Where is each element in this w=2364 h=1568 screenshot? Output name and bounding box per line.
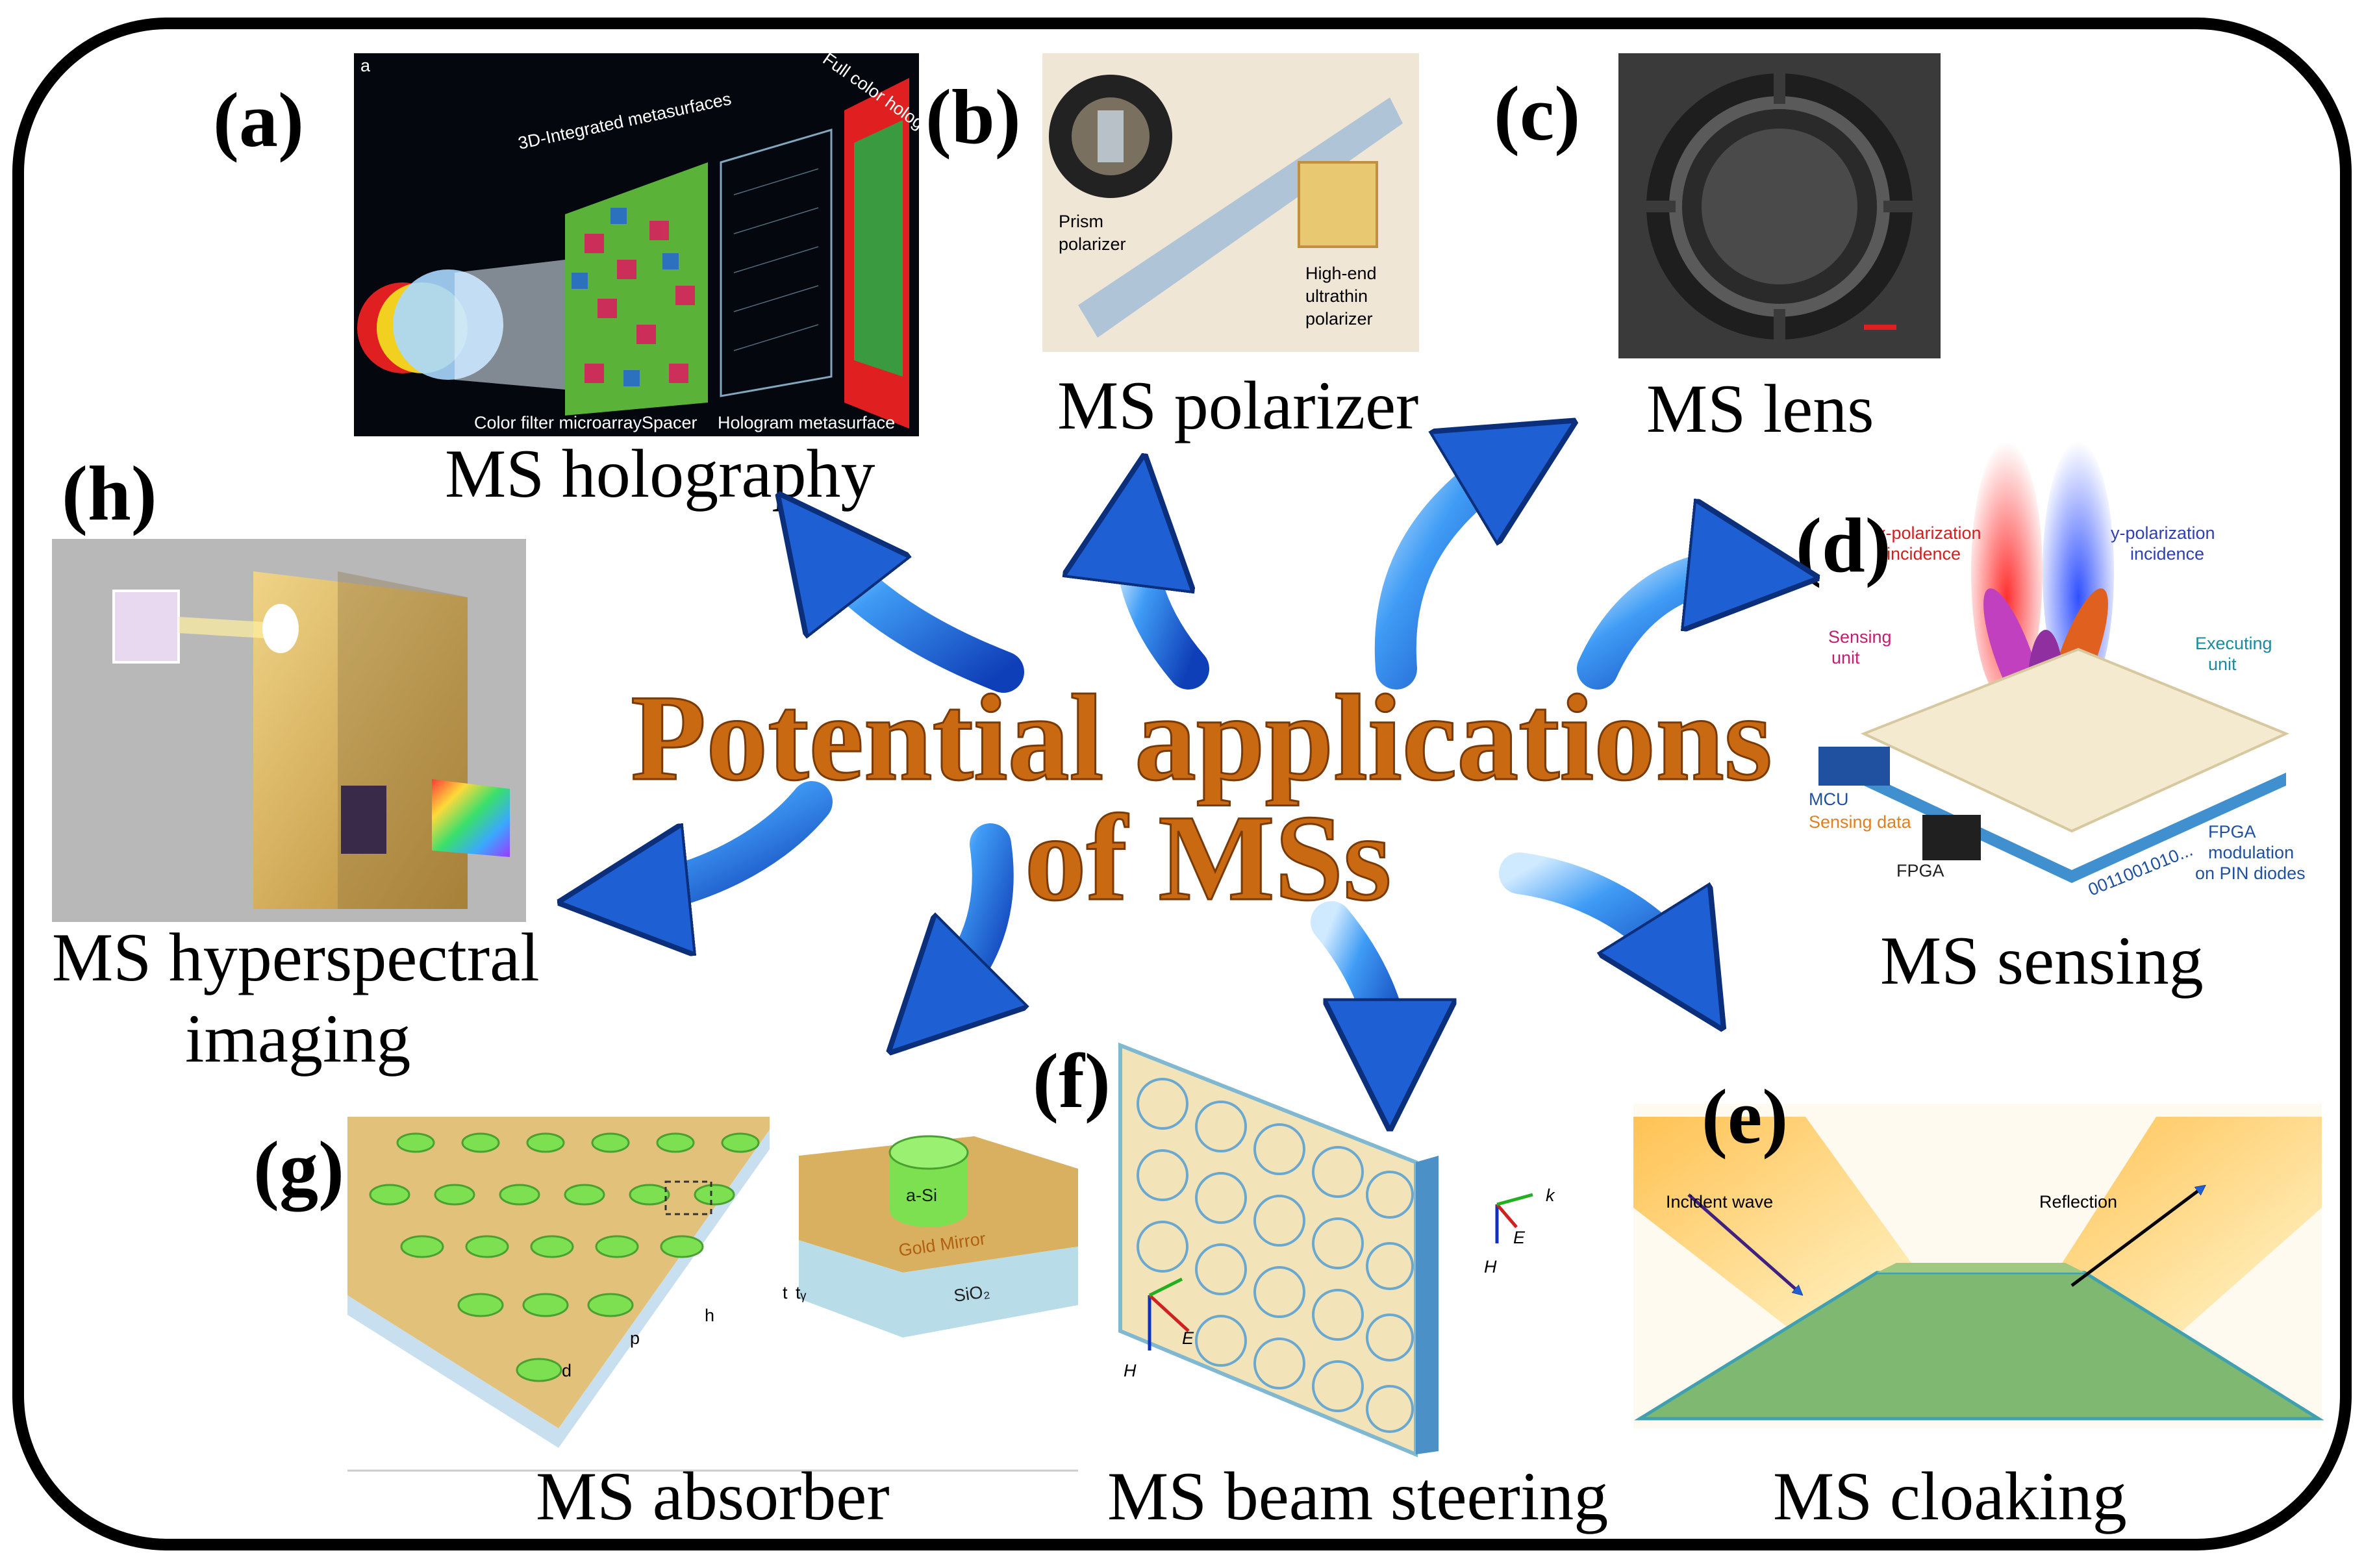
panel-a: a Full color holography 3D-Integrated me…	[213, 49, 964, 512]
arrow-to-lens	[1374, 454, 1520, 690]
arrow-to-holography	[818, 545, 1024, 693]
panel-a-label: (a)	[213, 77, 304, 163]
panel-d-mcu: MCU	[1809, 790, 1849, 809]
panel-b-high-1: High-end	[1305, 264, 1377, 283]
panel-g-d: d	[562, 1361, 572, 1380]
panel-d-xpol-1: x-polarization	[1877, 523, 1981, 543]
panel-d-executing-2: unit	[2208, 654, 2237, 674]
panel-e-reflection: Reflection	[2039, 1192, 2117, 1212]
panel-c-caption: MS lens	[1646, 371, 1874, 447]
panel-g-h: h	[705, 1306, 714, 1325]
panel-a-hologram-text: Hologram metasurface	[718, 413, 895, 432]
panel-f-h2: H	[1484, 1257, 1497, 1276]
panel-d-fpga-mod-1: FPGA	[2208, 822, 2256, 841]
panel-b-prism-2: polarizer	[1059, 234, 1126, 254]
panel-e-incident: Incident wave	[1666, 1192, 1773, 1212]
panel-b-high-2: ultrathin	[1305, 286, 1368, 306]
panel-g-p: p	[630, 1328, 640, 1348]
panel-c: (c) MS lens	[1494, 53, 1941, 447]
arrow-to-cloaking	[1499, 852, 1689, 974]
panel-g-caption: MS absorber	[536, 1458, 890, 1534]
panel-d-sensing-2: unit	[1831, 648, 1860, 667]
panel-h-caption-2: imaging	[185, 1001, 410, 1076]
panel-b-high-3: polarizer	[1305, 309, 1373, 329]
panel-e-label: (e)	[1702, 1073, 1788, 1160]
panel-f-caption: MS beam steering	[1107, 1458, 1608, 1534]
panel-g-label: (g)	[253, 1125, 344, 1212]
panel-d-sensing-data: Sensing data	[1809, 812, 1912, 832]
panel-g-t: t	[783, 1283, 788, 1302]
panel-f-k: k	[1546, 1186, 1555, 1205]
panel-d-fpga-mod-2: modulation	[2208, 843, 2294, 862]
panel-g-tg: tᵧ	[796, 1283, 807, 1302]
panel-d-caption: MS sensing	[1880, 923, 2204, 999]
panel-d-executing-1: Executing	[2195, 634, 2272, 653]
panel-a-caption: MS holography	[445, 436, 875, 512]
arrow-to-hyperspectral	[623, 781, 833, 896]
panel-a-color-filter-text: Color filter microarray	[474, 413, 642, 432]
arrow-to-sensing	[1577, 571, 1754, 690]
panel-b-prism-1: Prism	[1059, 212, 1103, 231]
center-title-line2: of MSs	[1025, 790, 1392, 927]
panel-f-e1: E	[1182, 1328, 1194, 1348]
arrow-to-beam-steering	[1311, 901, 1390, 1065]
panel-d-xpol-2: incidence	[1887, 544, 1961, 564]
panel-g-asi: a-Si	[906, 1186, 937, 1205]
center-title-line1: Potential applications	[631, 670, 1772, 806]
arrow-to-polarizer	[1135, 519, 1209, 690]
panel-a-tag: a	[360, 56, 371, 75]
panel-h: (h) MS hyperspectral imaging	[52, 450, 540, 1076]
panel-f: k E H E H (f) MS beam steering	[1033, 1038, 1608, 1534]
panel-d-label: (d)	[1796, 502, 1891, 588]
panel-h-caption-1: MS hyperspectral	[52, 919, 540, 995]
panel-f-e2: E	[1513, 1228, 1526, 1247]
panel-b-label: (b)	[925, 73, 1021, 160]
panel-h-label: (h)	[62, 450, 157, 536]
panel-d-sensing-1: Sensing	[1828, 627, 1892, 647]
panel-e-caption: MS cloaking	[1773, 1458, 2127, 1534]
panel-a-spacer-text: Spacer	[642, 413, 698, 432]
panel-g: a-Si Gold Mirror SiO₂ d p h t tᵧ (g) MS …	[253, 1117, 1078, 1534]
panel-f-label: (f)	[1033, 1038, 1111, 1124]
panel-e: Incident wave Reflection (e) MS cloaking	[1633, 1073, 2324, 1534]
panel-d-ypol-1: y-polarization	[2111, 523, 2215, 543]
panel-f-h1: H	[1124, 1361, 1137, 1380]
panel-d-fpga-mod-3: on PIN diodes	[2195, 864, 2306, 883]
panel-d: x-polarization incidence y-polarization …	[1796, 442, 2306, 999]
panel-b-caption: MS polarizer	[1057, 367, 1418, 443]
panel-d-ypol-2: incidence	[2130, 544, 2204, 564]
arrow-to-absorber	[935, 823, 993, 1006]
panel-c-label: (c)	[1494, 70, 1580, 156]
panel-d-fpga: FPGA	[1896, 861, 1944, 880]
arrows	[623, 454, 1754, 1065]
panel-b: Prism polarizer High-end ultrathin polar…	[925, 53, 1419, 443]
